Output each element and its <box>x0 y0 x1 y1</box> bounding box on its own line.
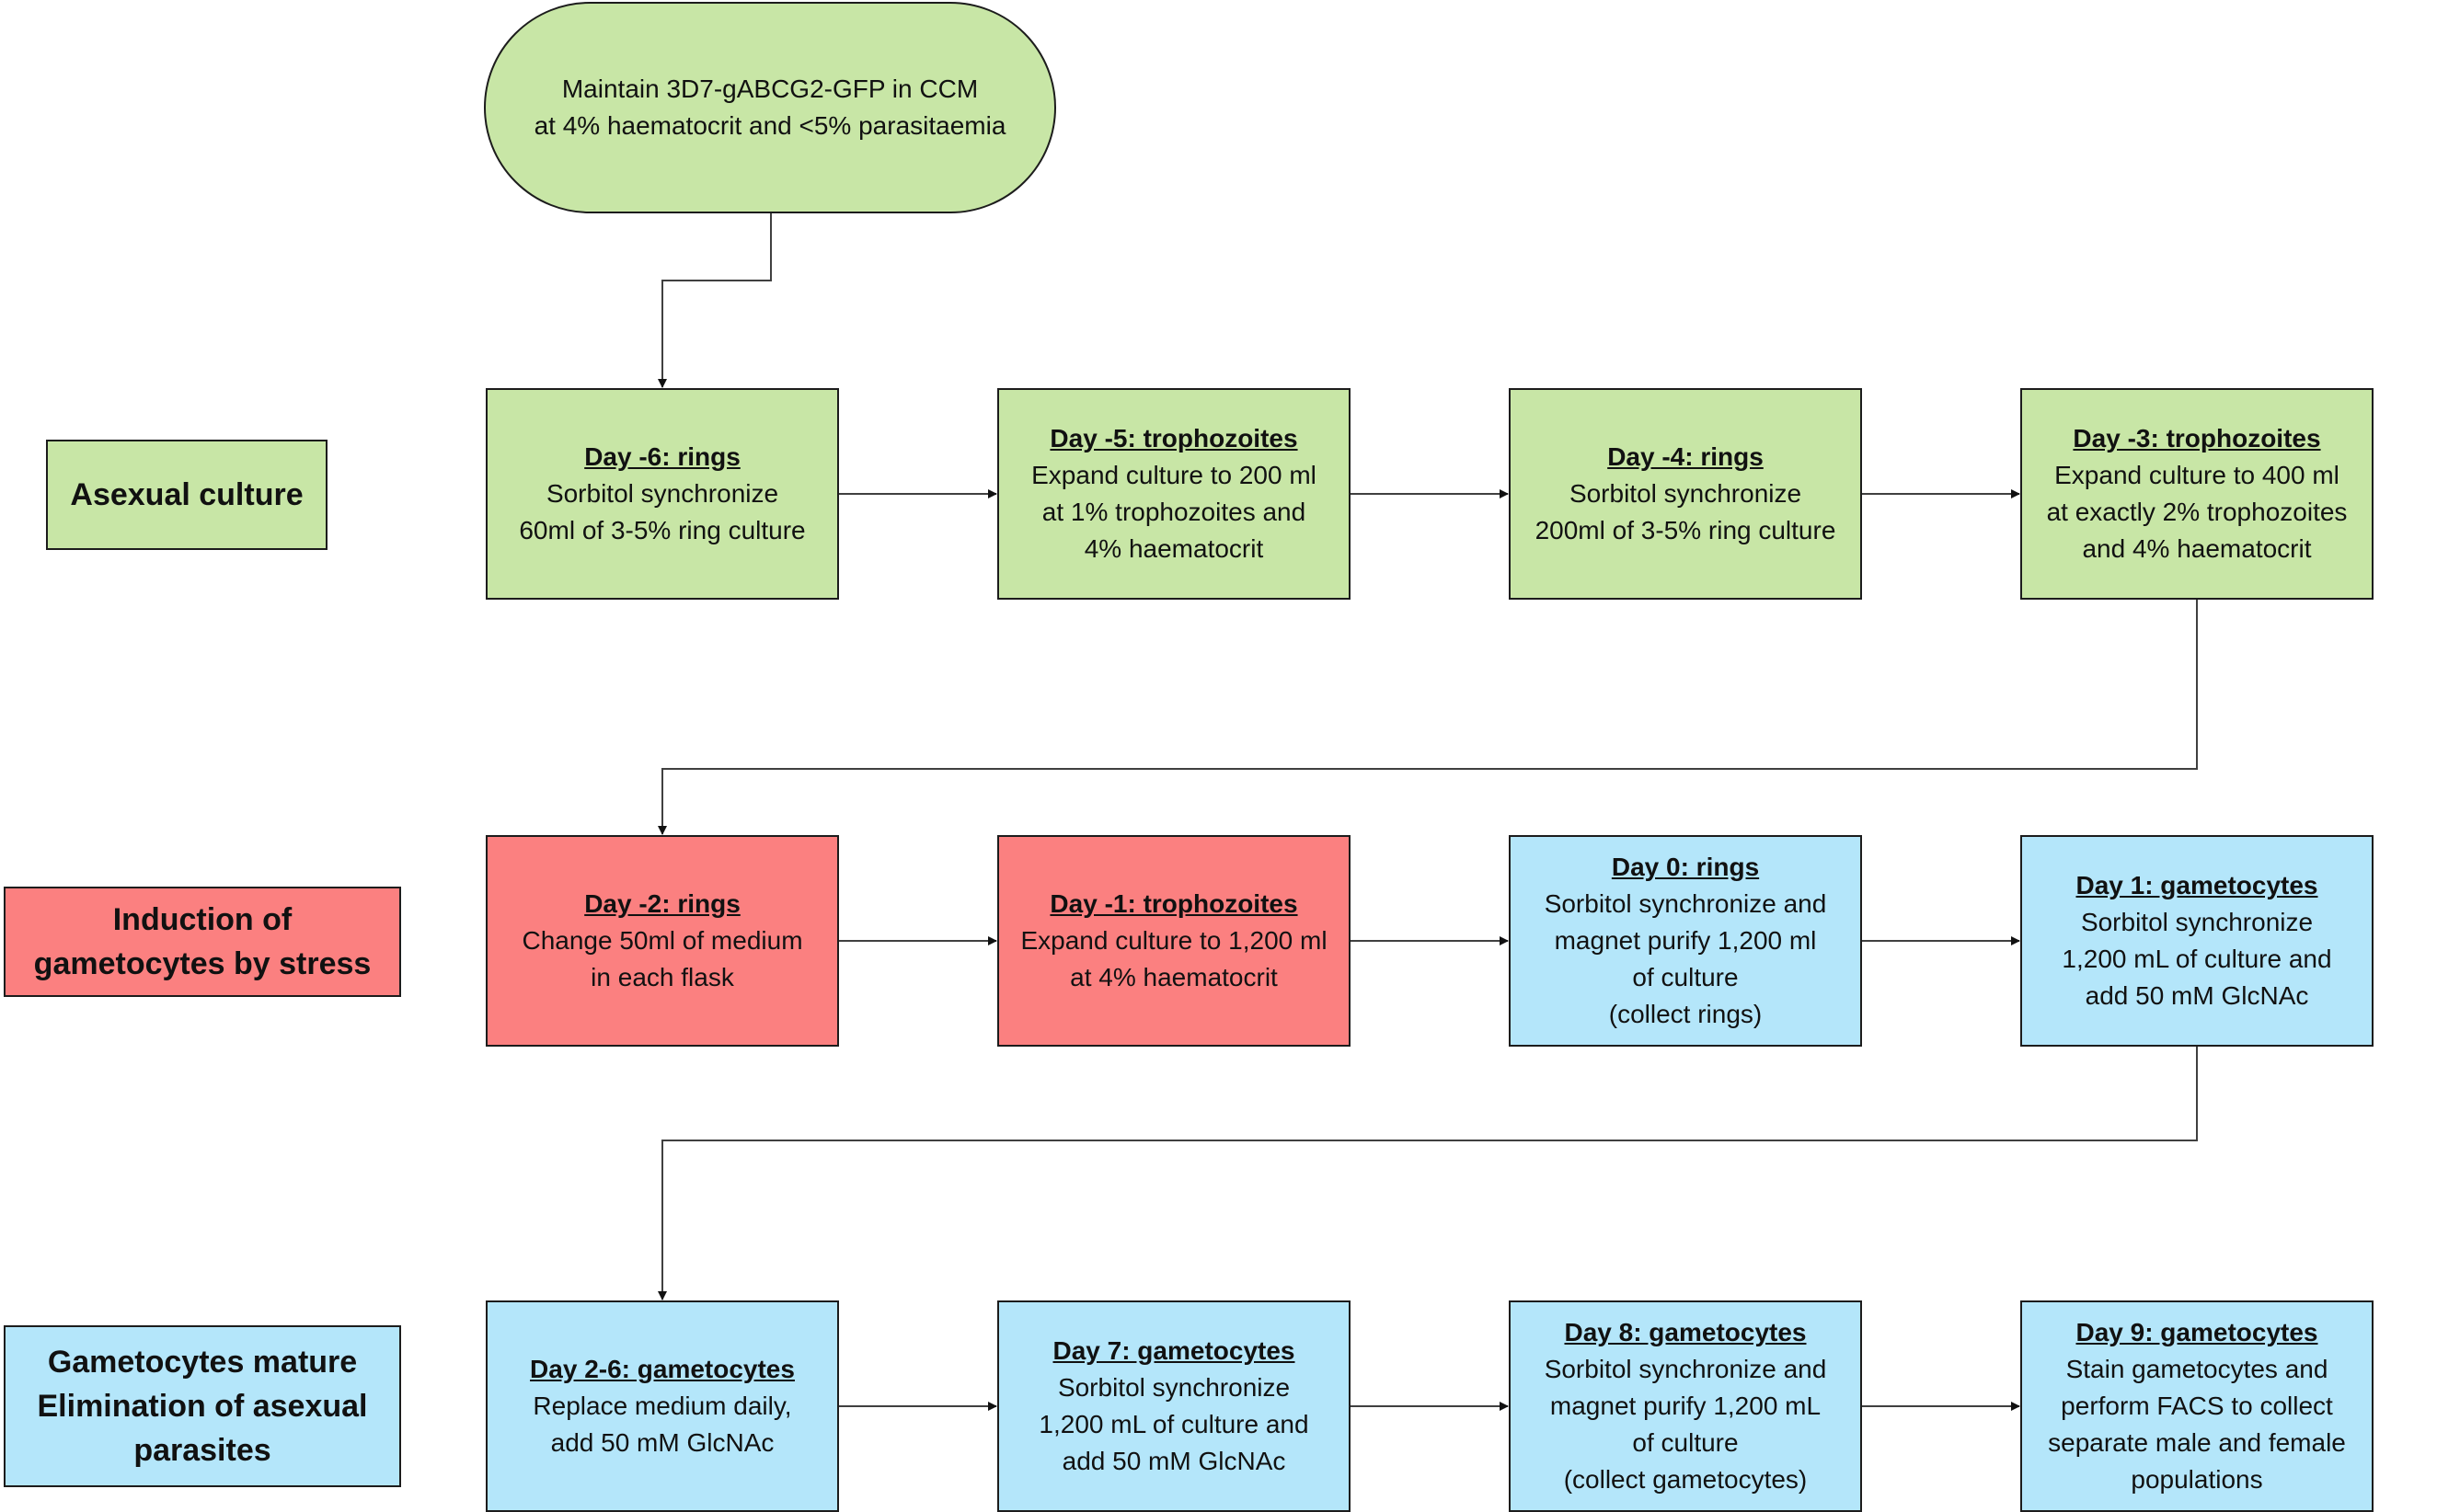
step-title: Day -6: rings <box>584 442 741 471</box>
arrow-row1-to-row2 <box>658 600 2198 835</box>
step-title: Day 1: gametocytes <box>2075 871 2318 899</box>
row-label-text: Gametocytes mature <box>47 1345 358 1380</box>
step-title: Day -4: rings <box>1607 442 1764 471</box>
step-title: Day -3: trophozoites <box>2073 424 2321 452</box>
row-label-text: Elimination of asexual <box>37 1389 368 1424</box>
step-text-line: Sorbitol synchronize <box>1569 479 1802 508</box>
row-label-text: Induction of <box>112 902 293 937</box>
row-label-text: gametocytes by stress <box>33 946 372 981</box>
step-text-line: Expand culture to 1,200 ml <box>1020 926 1328 955</box>
step-title: Day 8: gametocytes <box>1564 1318 1807 1346</box>
row-label-1: Asexual culture <box>46 440 328 550</box>
step-text-line: magnet purify 1,200 ml <box>1554 926 1817 955</box>
step-title: Day 2-6: gametocytes <box>530 1355 795 1383</box>
step-title: Day 7: gametocytes <box>1052 1336 1295 1365</box>
step-title: Day -2: rings <box>584 889 741 918</box>
arrow-row2-to-row3 <box>658 1047 2198 1300</box>
step-text-line: 1,200 mL of culture and <box>2062 945 2332 973</box>
step-text-line: Sorbitol synchronize <box>2080 908 2314 936</box>
step-text-line: Replace medium daily, <box>533 1392 792 1420</box>
row-label-text: parasites <box>133 1433 271 1468</box>
step-title: Day -1: trophozoites <box>1050 889 1298 918</box>
start-terminal: Maintain 3D7-gABCG2-GFP in CCM at 4% haem… <box>484 2 1056 213</box>
step-text-line: of culture <box>1632 963 1739 991</box>
step-text-line: in each flask <box>591 963 734 991</box>
step-text-line: at 1% trophozoites and <box>1041 498 1306 526</box>
step-text-line: magnet purify 1,200 mL <box>1549 1392 1822 1420</box>
step-text-line: add 50 mM GlcNAc <box>1062 1447 1286 1475</box>
step-text-line: Expand culture to 200 ml <box>1031 461 1316 489</box>
step-text-line: 4% haematocrit <box>1084 534 1264 563</box>
step-text-line: perform FACS to collect <box>2061 1392 2333 1420</box>
step-text-line: 1,200 mL of culture and <box>1039 1410 1309 1438</box>
step-text-line: Sorbitol synchronize and <box>1544 1355 1827 1383</box>
row-label-text: Asexual culture <box>70 477 304 512</box>
step-text-line: separate male and female <box>2048 1428 2346 1457</box>
row-label-2: Induction of gametocytes by stress <box>4 887 401 997</box>
step-text-line: (collect rings) <box>1608 1000 1763 1028</box>
step-text-line: Sorbitol synchronize and <box>1544 889 1827 918</box>
step-text-line: Stain gametocytes and <box>2065 1355 2328 1383</box>
step-text-line: Expand culture to 400 ml <box>2054 461 2339 489</box>
step-text-line: populations <box>2131 1465 2263 1494</box>
step-text-line: 60ml of 3-5% ring culture <box>519 516 806 544</box>
step-text-line: 200ml of 3-5% ring culture <box>1535 516 1836 544</box>
step-text-line: and 4% haematocrit <box>2082 534 2312 563</box>
step-text-line: (collect gametocytes) <box>1563 1465 1808 1494</box>
step-title: Day -5: trophozoites <box>1050 424 1298 452</box>
step-text-line: Change 50ml of medium <box>522 926 803 955</box>
start-text-line: Maintain 3D7-gABCG2-GFP in CCM <box>561 74 979 103</box>
step-text-line: of culture <box>1632 1428 1739 1457</box>
step-text-line: at 4% haematocrit <box>1070 963 1278 991</box>
step-text-line: Sorbitol synchronize <box>546 479 779 508</box>
step-text-line: add 50 mM GlcNAc <box>2085 981 2309 1010</box>
step-title: Day 0: rings <box>1611 853 1760 881</box>
step-text-line: Sorbitol synchronize <box>1057 1373 1291 1402</box>
step-text-line: at exactly 2% trophozoites <box>2046 498 2348 526</box>
step-text-line: add 50 mM GlcNAc <box>550 1428 775 1457</box>
arrow-start-to-day-minus-6 <box>658 213 772 388</box>
start-text-line: at 4% haematocrit and <5% parasitaemia <box>534 111 1006 140</box>
step-title: Day 9: gametocytes <box>2075 1318 2318 1346</box>
